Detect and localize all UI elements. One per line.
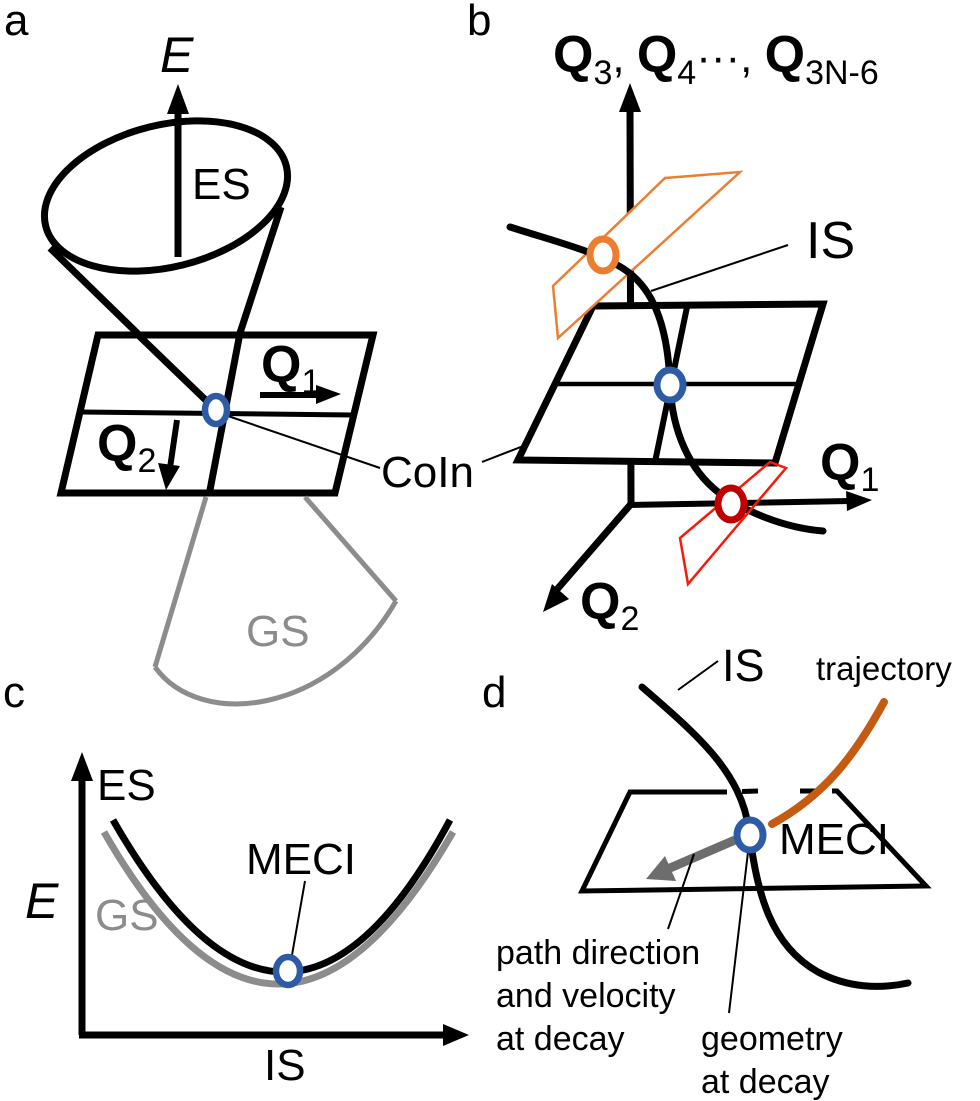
panel-b: b Q3, Q4···, Q3N-6 IS Q1 Q2 [467,0,879,638]
coin-marker-red [714,484,748,524]
is-pointer-line-b [650,244,789,292]
is-axis-label-c: IS [264,1041,306,1090]
meci-pointer-line-c [291,880,306,956]
panel-c-letter: c [3,668,25,717]
intersection-seam-curve-d [638,683,912,990]
q2-arrowhead-icon [158,463,180,490]
energy-axis-label: E [160,27,194,83]
ground-cone-left-edge [152,496,209,668]
meci-marker-d [733,816,767,854]
is-axis-arrowhead-icon-c [443,1024,469,1046]
panel-d: d IS trajectory MECI path direction and … [482,640,952,1101]
path-direction-note-line2: and velocity [496,977,676,1015]
qn-axis-arrowhead-icon [619,83,641,112]
q2-arrowhead-icon-b [543,584,569,612]
coin-marker-orange [586,235,620,275]
panel-c: c ES E GS MECI IS [3,668,469,1090]
trajectory-curve [768,698,888,828]
trajectory-label: trajectory [816,650,952,687]
ground-state-label-c: GS [95,891,159,940]
cone-left-edge-overlay [130,327,219,413]
q2-arrow-shaft [167,419,180,469]
excited-state-cone-rim [40,117,292,275]
energy-axis-label-c: E [25,873,59,929]
coin-marker-blue-b [653,366,687,404]
panel-d-letter: d [482,668,506,717]
path-direction-arrowhead-icon [646,856,676,881]
branching-plane-lower-red [678,460,789,587]
is-label-d: IS [722,640,765,691]
path-direction-note-line3: at decay [496,1020,625,1058]
q2-axis-line-b [550,501,634,597]
q1-axis-label-b: Q1 [820,434,879,499]
meci-label-d: MECI [779,815,889,864]
panel-a: a E ES GS CoIn Q1 Q2 [4,0,658,707]
ground-state-label: GS [246,607,310,656]
ground-cone-rim [152,599,399,707]
panel-b-letter: b [467,0,491,45]
meci-marker-c [272,953,304,989]
is-label-b: IS [806,212,855,270]
qn-axis-label: Q3, Q4···, Q3N-6 [553,26,879,92]
geometry-note-line2: at decay [701,1063,830,1101]
geometry-note-line1: geometry [701,1020,843,1058]
coin-label: CoIn [381,448,474,497]
excited-state-label: ES [192,160,251,209]
energy-axis-arrowhead-icon-c [71,752,93,781]
coin-marker-a [201,392,231,428]
path-direction-arrow-shaft [668,835,737,873]
excited-state-label-c: ES [97,761,156,810]
path-direction-note-line1: path direction [496,934,700,972]
q1-arrowhead-icon-b [846,491,872,511]
ground-cone-right-edge [303,495,398,603]
energy-axis-arrowhead-icon [167,84,189,114]
path-direction-pointer-line [667,853,695,930]
coin-pointer-line-a [227,415,381,469]
geometry-pointer-line [728,851,749,1014]
q1-axis-label: Q1 [261,336,320,401]
panel-a-letter: a [4,0,29,45]
q2-axis-label: Q2 [97,415,156,480]
is-pointer-line-d [677,660,719,691]
meci-label-c: MECI [246,835,356,884]
q2-axis-label-b: Q2 [580,573,639,638]
q1-arrowhead-icon [316,385,341,404]
